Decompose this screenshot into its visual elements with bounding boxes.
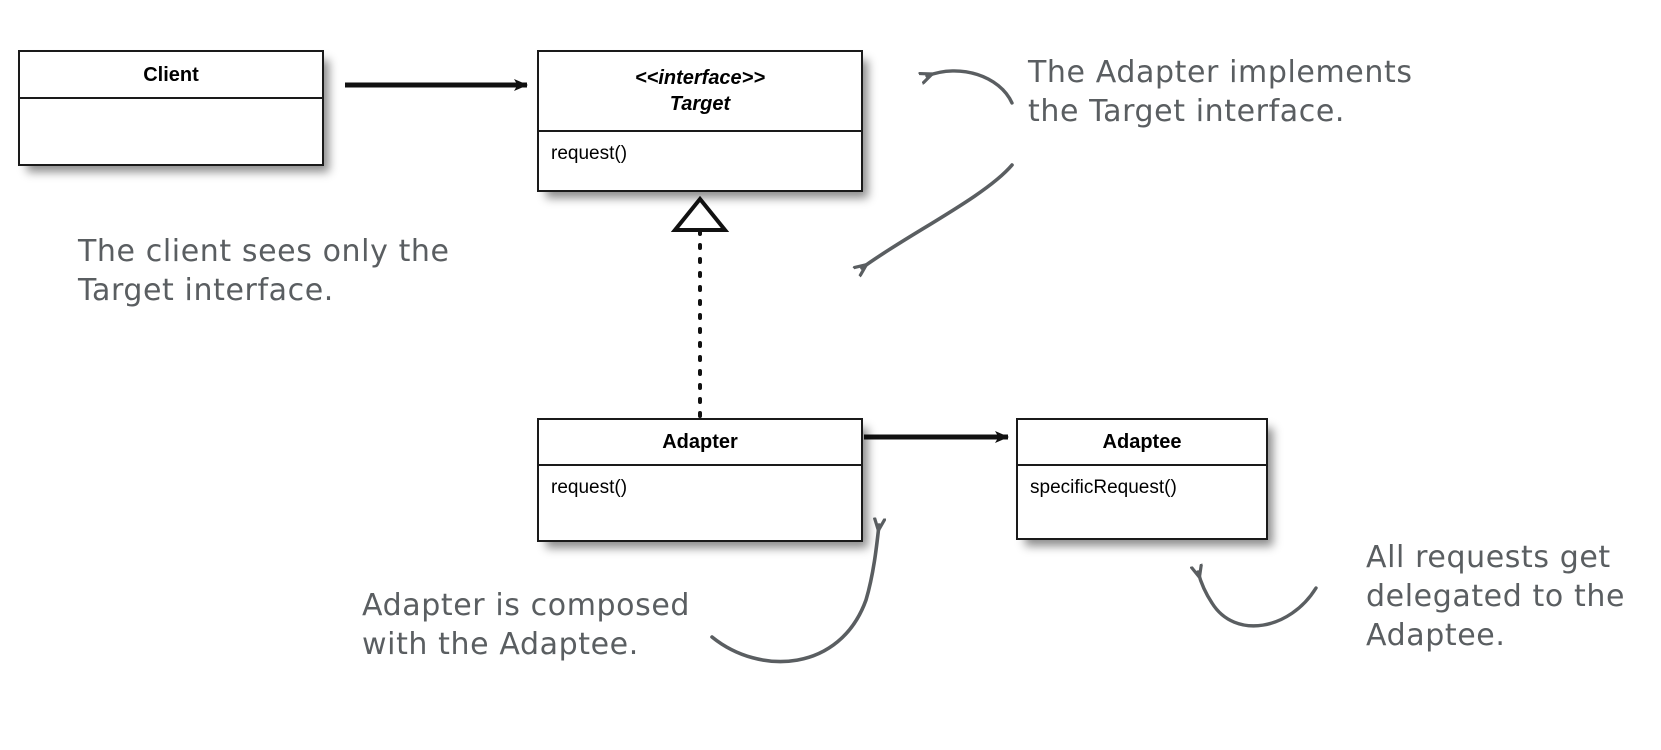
uml-class-target-stereotype: <<interface>> <box>634 67 766 89</box>
uml-class-adapter-members: request() <box>539 466 861 500</box>
uml-member-adapter-request: request() <box>551 477 628 498</box>
uml-class-client-header: Client <box>20 52 322 99</box>
note-client-sees-target: The client sees only the Target interfac… <box>78 234 450 308</box>
note-adapter-composed-with-adaptee: Adapter is composed with the Adaptee. <box>362 588 691 662</box>
uml-class-client-name: Client <box>143 63 199 86</box>
uml-class-adapter[interactable]: Adapter request() <box>537 418 863 542</box>
uml-class-client[interactable]: Client <box>18 50 324 166</box>
connector-adapter-realizes-target <box>670 195 730 420</box>
uml-class-adapter-name: Adapter <box>662 431 738 453</box>
uml-class-adaptee[interactable]: Adaptee specificRequest() <box>1016 418 1268 540</box>
uml-member-adaptee-specificrequest: specificRequest() <box>1030 477 1177 498</box>
uml-class-target-header: <<interface>> Target <box>539 52 861 132</box>
uml-class-target[interactable]: <<interface>> Target request() <box>537 50 863 192</box>
hollow-triangle-icon <box>670 195 730 232</box>
note-arrow-to-adaptee-box <box>1198 572 1318 628</box>
note-arrow-to-adapter-box <box>862 163 1014 268</box>
note-requests-delegated-to-adaptee: All requests get delegated to the Adapte… <box>1366 540 1626 653</box>
uml-class-adaptee-header: Adaptee <box>1018 420 1266 466</box>
uml-class-target-members: request() <box>539 132 861 166</box>
uml-class-target-name: Target <box>669 93 731 115</box>
uml-class-adapter-header: Adapter <box>539 420 861 466</box>
uml-class-adaptee-name: Adaptee <box>1102 431 1182 453</box>
uml-class-client-members <box>20 99 322 109</box>
uml-member-target-request: request() <box>551 143 628 164</box>
uml-class-adaptee-members: specificRequest() <box>1018 466 1266 500</box>
note-arrow-to-target-box <box>927 69 1014 105</box>
note-adapter-implements-target: The Adapter implements the Target interf… <box>1028 55 1413 129</box>
